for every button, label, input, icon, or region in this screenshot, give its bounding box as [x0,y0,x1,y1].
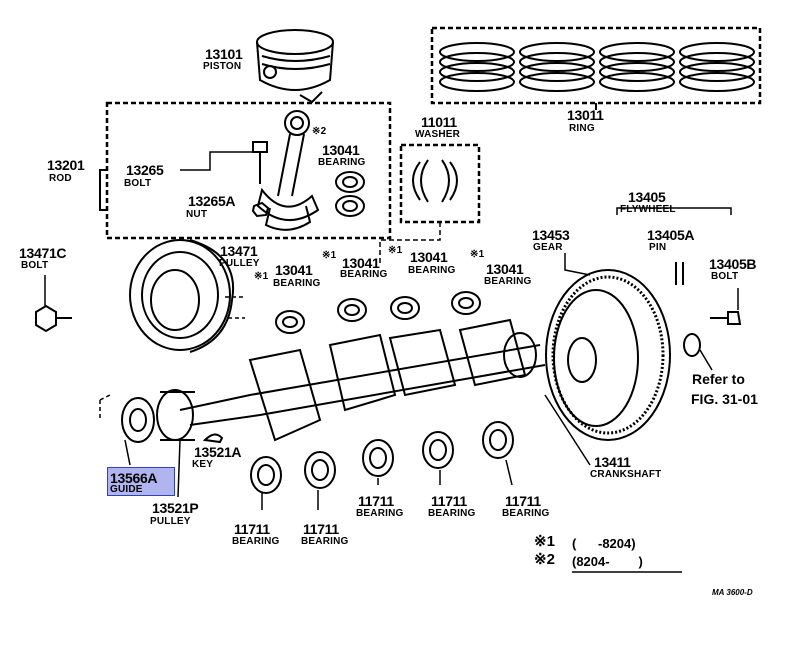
pulley-13521p-leader [177,439,181,498]
main-2-name: BEARING [301,536,349,547]
rod-bearing-number[interactable]: 13041 [322,142,360,158]
rod-bolt-name: BOLT [124,178,152,189]
guide-part[interactable] [121,389,195,443]
pin-number[interactable]: 13405A [647,227,695,243]
bearing-d-number[interactable]: 13041 [486,261,524,277]
washer-number[interactable]: 11011 [421,114,457,130]
gear-name: GEAR [533,242,563,253]
main-3-number[interactable]: 11711 [358,493,394,509]
rod-bearing-mark: ※2 [312,126,327,137]
piston-name: PISTON [203,61,242,72]
legend-2-mark: ※2 [534,551,555,568]
pin-name: PIN [649,242,667,253]
key-number[interactable]: 13521A [194,444,242,460]
bearing-d-mark: ※1 [470,249,485,260]
main-5-name: BEARING [502,508,550,519]
diagram-code: MA 3600-D [712,588,753,597]
piston-number[interactable]: 13101 [205,46,243,62]
fw-bolt-number[interactable]: 13405B [709,256,757,272]
rod-bolt-number[interactable]: 13265 [126,162,164,178]
pulley-13521p-number[interactable]: 13521P [152,500,199,516]
bearing-a-mark: ※1 [254,271,269,282]
spacer-part[interactable] [683,333,701,357]
crankshaft-leader [544,394,591,466]
bearing-b-mark: ※1 [322,250,337,261]
ring-number[interactable]: 13011 [567,107,604,123]
pulley-13471-part[interactable] [129,239,235,353]
bearing-c-number[interactable]: 13041 [410,249,448,265]
pulley-13471-number[interactable]: 13471 [220,243,258,259]
main-1-name: BEARING [232,536,280,547]
guide-highlight[interactable] [107,467,175,496]
legend-1-mark: ※1 [534,533,555,550]
bearing-c-name: BEARING [408,265,456,276]
connecting-rod[interactable] [256,110,320,231]
rod-nut-part[interactable] [251,201,270,218]
bearing-b-name: BEARING [340,269,388,280]
bearing-leaders [261,459,513,510]
fw-bolt-name: BOLT [711,271,739,282]
bearing-a-name: BEARING [273,278,321,289]
crankshaft-name: CRANKSHAFT [590,469,662,480]
rod-name: ROD [49,173,72,184]
pulley-bolt-part[interactable] [35,304,72,333]
guide-name: GUIDE [110,484,143,495]
bolt-leader [180,151,253,171]
crankshaft-part[interactable] [179,318,546,442]
pulley-bolt-number[interactable]: 13471C [19,245,67,261]
gear-number[interactable]: 13453 [532,227,570,243]
bearing-c-mark: ※1 [388,245,403,256]
washer-part[interactable] [412,159,458,203]
guide-number[interactable]: 13566A [110,470,158,486]
guide-dash [99,394,111,420]
main-5-number[interactable]: 11711 [505,493,541,509]
pulley-13521p-name: PULLEY [150,516,191,527]
rod-bearing-part[interactable] [335,171,365,217]
flywheel-part[interactable] [545,269,671,441]
main-4-number[interactable]: 11711 [431,493,467,509]
reference-line-2[interactable]: FIG. 31-01 [691,391,758,407]
gear-leader [564,253,591,276]
rod-leader [99,169,108,211]
bearing-a-number[interactable]: 13041 [275,262,313,278]
main-4-name: BEARING [428,508,476,519]
ring-name: RING [569,123,595,134]
pulley-bolt-name: BOLT [21,260,49,271]
key-name: KEY [192,459,214,470]
pin-part[interactable] [675,262,684,285]
main-1-number[interactable]: 11711 [234,521,270,537]
refer-leader [699,349,713,371]
rod-nut-number[interactable]: 13265A [188,193,236,209]
washer-name: WASHER [415,129,461,140]
ring-set-box [430,26,762,105]
flywheel-bolt-part[interactable] [710,311,742,325]
rod-bolt-part[interactable] [252,141,268,184]
flywheel-number[interactable]: 13405 [628,189,666,205]
bearing-b-number[interactable]: 13041 [342,255,380,271]
main-2-number[interactable]: 11711 [303,521,339,537]
flywheel-bracket [616,207,732,215]
bearing-d-name: BEARING [484,276,532,287]
pulley-leader [225,296,245,319]
reference-line-1: Refer to [692,371,745,387]
piston-part[interactable] [256,29,334,104]
main-3-name: BEARING [356,508,404,519]
legend-2-range: (8204- ) [572,554,643,569]
flywheel-name: FLYWHEEL [620,204,676,215]
rod-bearing-name: BEARING [318,157,366,168]
ring-set[interactable] [439,42,755,92]
legend-1-range: ( -8204) [572,536,636,551]
rod-nut-name: NUT [186,209,208,220]
rod-number[interactable]: 13201 [47,157,85,173]
pulley-13471-name: PULLEY [219,258,260,269]
upper-bearings[interactable] [275,291,481,334]
washer-leader [379,222,441,265]
key-part[interactable] [202,433,224,444]
main-bearings[interactable] [250,421,514,494]
guide-leader [124,439,131,466]
crankshaft-number[interactable]: 13411 [594,454,631,470]
